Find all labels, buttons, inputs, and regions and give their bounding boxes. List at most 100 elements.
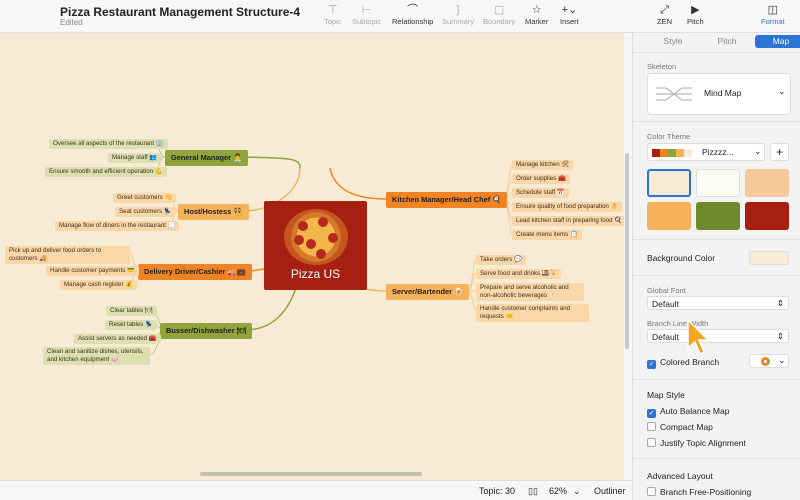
subtopic[interactable]: Ensure smooth and efficient operation 💪 bbox=[45, 167, 167, 177]
topic-host-hostess[interactable]: Host/Hostess 👯 bbox=[178, 204, 249, 220]
chevron-down-icon: ⌄ bbox=[778, 86, 786, 96]
tab-map[interactable]: Map bbox=[755, 35, 800, 48]
auto-balance-checkbox[interactable]: ✓Auto Balance Map bbox=[647, 406, 730, 418]
color-theme-label: Color Theme bbox=[647, 132, 691, 141]
chevron-updown-icon: ⇕ bbox=[776, 331, 784, 341]
subtopic[interactable]: Create menu items 📋 bbox=[512, 230, 582, 240]
compact-map-checkbox[interactable]: Compact Map bbox=[647, 422, 713, 432]
add-theme-button[interactable]: + bbox=[770, 143, 789, 161]
horizontal-scrollbar[interactable] bbox=[200, 472, 422, 476]
pizza-image bbox=[284, 209, 348, 265]
theme-thumbnail[interactable] bbox=[696, 202, 740, 230]
mind-map-skeleton-icon bbox=[656, 87, 692, 101]
subtopic[interactable]: Ensure quality of food preparation 👌 bbox=[512, 202, 623, 212]
subtopic[interactable]: Pick up and deliver food orders to custo… bbox=[5, 246, 130, 264]
book-icon[interactable]: ▯▯ bbox=[528, 486, 538, 496]
theme-thumbnail[interactable] bbox=[647, 169, 691, 197]
tab-style[interactable]: Style bbox=[663, 36, 683, 46]
mind-map-canvas[interactable]: Pizza US General Manager 👨‍💼 Oversee all… bbox=[0, 33, 624, 480]
subtopic[interactable]: Greet customers 👋 bbox=[113, 193, 177, 203]
pointer-cursor-icon bbox=[687, 318, 710, 356]
topic-general-manager[interactable]: General Manager 👨‍💼 bbox=[165, 150, 249, 166]
vertical-scrollbar[interactable] bbox=[625, 153, 629, 349]
format-tabs: Style Pitch Map bbox=[643, 35, 800, 49]
relationship-icon: ⌒ bbox=[407, 4, 419, 16]
color-theme-select[interactable]: Pizzzz... ⌄ bbox=[647, 143, 765, 161]
subtopic[interactable]: Order supplies 🧰 bbox=[512, 174, 570, 184]
map-style-label: Map Style bbox=[647, 390, 685, 400]
zoom-level[interactable]: 62% bbox=[549, 486, 568, 496]
skeleton-label: Skeleton bbox=[647, 62, 677, 71]
global-font-select[interactable]: Default ⇕ bbox=[647, 296, 789, 310]
branch-line-width-label: Branch Line Width bbox=[647, 319, 709, 328]
subtopic[interactable]: Oversee all aspects of the restaurant 🏢 bbox=[49, 139, 168, 149]
colored-branch-checkbox[interactable]: ✓Colored Branch bbox=[647, 357, 720, 369]
checkmark-icon: ✓ bbox=[647, 409, 656, 418]
topic-delivery-driver-cashier[interactable]: Delivery Driver/Cashier 🚚💼 bbox=[138, 264, 252, 280]
subtopic-button[interactable]: ⊢ Subtopic bbox=[352, 4, 382, 26]
checkmark-icon: ✓ bbox=[647, 360, 656, 369]
subtopic[interactable]: Clear tables 🍽 bbox=[106, 306, 157, 316]
marker-button[interactable]: ☆ Marker bbox=[525, 4, 549, 26]
branch-line-width-select[interactable]: Default ⇕ bbox=[647, 329, 789, 343]
zen-icon: ⤢ bbox=[660, 4, 669, 16]
marker-icon: ☆ bbox=[531, 4, 542, 16]
subtopic[interactable]: Seat customers 💺 bbox=[115, 207, 176, 217]
rainbow-branch-icon bbox=[761, 357, 770, 366]
subtopic[interactable]: Schedule staff 📅 bbox=[512, 188, 569, 198]
colored-branch-select[interactable]: ⌄ bbox=[749, 354, 789, 368]
topic-kitchen-manager-head-chef[interactable]: Kitchen Manager/Head Chef 🍳 bbox=[386, 192, 508, 208]
format-icon: ◫ bbox=[767, 4, 779, 16]
tab-pitch[interactable]: Pitch bbox=[717, 36, 737, 46]
subtopic[interactable]: Prepare and serve alcoholic and non-alco… bbox=[476, 283, 584, 301]
background-color-swatch[interactable] bbox=[749, 251, 789, 265]
subtopic[interactable]: Manage cash register 💰 bbox=[60, 280, 137, 290]
outliner-button[interactable]: Outliner bbox=[594, 486, 626, 496]
subtopic[interactable]: Handle customer payments 💳 bbox=[46, 266, 139, 276]
subtopic[interactable]: Manage staff 👥 bbox=[108, 153, 162, 163]
theme-thumbnail[interactable] bbox=[647, 202, 691, 230]
format-button[interactable]: ◫ Format bbox=[761, 4, 785, 26]
subtopic[interactable]: Clean and sanitize dishes, utensils, and… bbox=[43, 347, 150, 365]
subtopic[interactable]: Handle customer complaints and requests … bbox=[476, 304, 589, 322]
skeleton-value: Mind Map bbox=[704, 88, 742, 98]
subtopic[interactable]: Lead kitchen staff in preparing food 🍳 bbox=[512, 216, 624, 226]
plus-icon: +⌄ bbox=[561, 4, 578, 16]
theme-thumbnail[interactable] bbox=[745, 169, 789, 197]
document-status: Edited bbox=[60, 18, 83, 27]
color-theme-value: Pizzzz... bbox=[702, 147, 734, 157]
subtopic[interactable]: Take orders 💬 bbox=[476, 255, 526, 265]
insert-button[interactable]: +⌄ Insert bbox=[560, 4, 579, 26]
boundary-button[interactable]: ▢ Boundary bbox=[483, 4, 516, 26]
subtopic[interactable]: Manage flow of diners in the restaurant … bbox=[55, 221, 180, 231]
skeleton-select[interactable]: Mind Map ⌄ bbox=[647, 73, 791, 115]
document-title: Pizza Restaurant Management Structure-4 bbox=[60, 5, 301, 19]
chevron-down-icon: ⌄ bbox=[778, 355, 786, 365]
subtopic[interactable]: Serve food and drinks 🍱🍹 bbox=[476, 269, 562, 279]
relationship-button[interactable]: ⌒ Relationship bbox=[392, 4, 434, 26]
chevron-down-icon[interactable]: ⌄ bbox=[573, 486, 581, 496]
chevron-updown-icon: ⇕ bbox=[776, 298, 784, 308]
theme-thumbnail[interactable] bbox=[696, 169, 740, 197]
justify-topic-alignment-checkbox[interactable]: Justify Topic Alignment bbox=[647, 438, 746, 448]
advanced-layout-label: Advanced Layout bbox=[647, 471, 713, 481]
zen-button[interactable]: ⤢ ZEN bbox=[657, 4, 672, 26]
topic-server-bartender[interactable]: Server/Bartender 🍺 bbox=[386, 284, 470, 300]
boundary-icon: ▢ bbox=[493, 4, 505, 16]
subtopic[interactable]: Assist servers as needed 🧰 bbox=[74, 334, 161, 344]
subtopic[interactable]: Reset tables 💺 bbox=[105, 320, 157, 330]
topic-icon: ⊤ bbox=[327, 4, 338, 16]
topic-button[interactable]: ⊤ Topic bbox=[324, 4, 342, 26]
pitch-button[interactable]: ▶ Pitch bbox=[687, 4, 704, 26]
global-font-label: Global Font bbox=[647, 286, 686, 295]
background-color-label: Background Color bbox=[647, 253, 716, 263]
central-topic-label: Pizza US bbox=[290, 267, 341, 281]
summary-button[interactable]: } Summary bbox=[442, 4, 475, 26]
status-bar: Topic: 30 ▯▯ 62% ⌄ Outliner bbox=[0, 480, 632, 500]
branch-free-positioning-checkbox[interactable]: Branch Free-Positioning bbox=[647, 487, 751, 497]
central-topic[interactable]: Pizza US bbox=[264, 201, 367, 290]
toolbar: Pizza Restaurant Management Structure-4 … bbox=[0, 0, 800, 33]
theme-thumbnail[interactable] bbox=[745, 202, 789, 230]
topic-busser-dishwasher[interactable]: Busser/Dishwasher 🍽 bbox=[160, 323, 253, 339]
subtopic[interactable]: Manage kitchen 🛠 bbox=[512, 160, 574, 170]
